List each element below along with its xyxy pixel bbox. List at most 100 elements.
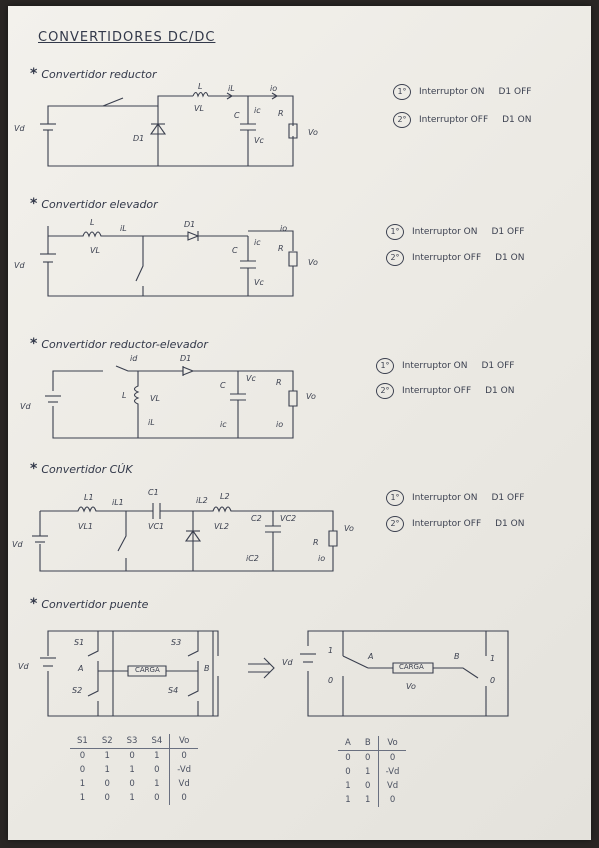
bridge-circuit-left (40, 631, 218, 716)
cuk-label-vo: Vo (344, 524, 354, 533)
cuk-label-ic2: iC2 (246, 554, 259, 563)
buck-label-vd: Vd (14, 124, 25, 133)
table-cell: 1 (104, 751, 110, 761)
buck-boost-label-vo: Vo (306, 392, 316, 401)
bridge-label-b: B (204, 664, 210, 673)
bridge-right-label-vd: Vd (282, 658, 293, 667)
table-cell: 0 (169, 791, 199, 805)
boost-label-ic: ic (254, 238, 261, 247)
table-cell: Vd (377, 779, 407, 793)
buck-boost-label-r: R (276, 378, 282, 387)
table-cell: 0 (129, 751, 135, 761)
section-heading-cuk: *Convertidor CÚK (30, 461, 133, 477)
buck-label-io: io (270, 84, 278, 93)
buck-label-vl: VL (194, 104, 204, 113)
bridge-label-a: A (78, 664, 84, 673)
buck-boost-label-d1: D1 (180, 354, 192, 363)
section-heading-bridge: *Convertidor puente (30, 596, 149, 612)
table-cell: 1 (79, 793, 86, 803)
notebook-page: CONVERTIDORES DC/DC (8, 6, 591, 840)
table-row: 1 0 0 1 Vd (70, 777, 199, 791)
cuk-label-i2: iL2 (196, 496, 208, 505)
cuk-circuit (32, 503, 337, 571)
boost-label-vo: Vo (308, 258, 318, 267)
table-cell: 1 (345, 795, 351, 805)
cuk-label-l1: L1 (84, 493, 94, 502)
bridge-label-carga: CARGA (135, 666, 160, 674)
buck-circuit (40, 93, 297, 167)
buck-boost-label-vd: Vd (20, 402, 31, 411)
page-title: CONVERTIDORES DC/DC (38, 30, 216, 45)
boost-label-vl: VL (90, 246, 100, 255)
table-cell: 1 (79, 779, 86, 789)
table-row: 1 0 Vd (338, 779, 407, 793)
boost-label-r: R (278, 244, 284, 253)
buck-boost-label-id: id (130, 354, 138, 363)
table-header: Vo (377, 736, 407, 751)
table-header: B (357, 736, 379, 751)
table-cell: 1 (129, 793, 135, 803)
boost-label-c: C (232, 246, 238, 255)
bridge-right-label-one-a: 1 (328, 646, 334, 655)
cuk-label-vl1: VL1 (78, 522, 94, 531)
cuk-label-i1: iL1 (112, 498, 124, 507)
bridge-label-s3: S3 (171, 638, 182, 647)
bridge-label-s4: S4 (168, 686, 179, 695)
buck-label-ic: ic (254, 106, 261, 115)
section-heading-buck-boost: *Convertidor reductor-elevador (30, 336, 208, 352)
bridge-right-label-vo: Vo (406, 682, 416, 691)
cuk-label-r: R (313, 538, 319, 547)
table-cell: 1 (345, 781, 351, 791)
buck-boost-label-ic: ic (220, 420, 227, 429)
cuk-label-c2: C2 (251, 514, 262, 523)
table-cell: 0 (129, 779, 135, 789)
buck-label-vo: Vo (308, 128, 318, 137)
table-cell: 1 (129, 765, 135, 775)
table-cell: 0 (365, 753, 371, 763)
buck-label-d1: D1 (133, 134, 145, 143)
boost-label-vd: Vd (14, 261, 25, 270)
table-header: A (338, 736, 358, 751)
table-cell: 0 (365, 781, 371, 791)
buck-label-il: iL (228, 84, 235, 93)
buck-label-r: R (278, 109, 284, 118)
buck-boost-label-io: io (276, 420, 284, 429)
buck-boost-label-l: L (122, 391, 127, 400)
table-cell: 0 (104, 793, 110, 803)
buck-boost-label-vc: Vc (246, 374, 256, 383)
table-cell: 1 (154, 779, 160, 789)
table-cell: 1 (365, 767, 371, 777)
table-cell: 1 (104, 765, 110, 775)
cuk-label-io: io (318, 554, 326, 563)
table-header: S3 (119, 734, 145, 749)
bridge-circuit-right (300, 631, 508, 716)
buck-label-c: C (234, 111, 240, 120)
cuk-label-l2: L2 (220, 492, 230, 501)
table-cell: 0 (345, 753, 351, 763)
table-cell: Vd (169, 777, 199, 791)
table-cell: 0 (79, 765, 86, 775)
table-header: S4 (144, 734, 170, 749)
cuk-label-vl2: VL2 (214, 522, 230, 531)
table-cell: 0 (169, 748, 199, 763)
boost-circuit (40, 226, 297, 296)
cuk-label-vc1: VC1 (148, 522, 165, 531)
equivalence-arrow (248, 658, 274, 678)
section-heading-boost: *Convertidor elevador (30, 196, 158, 212)
circuit-diagrams (8, 6, 591, 840)
boost-label-vc: Vc (254, 278, 264, 287)
table-cell: 0 (104, 779, 110, 789)
